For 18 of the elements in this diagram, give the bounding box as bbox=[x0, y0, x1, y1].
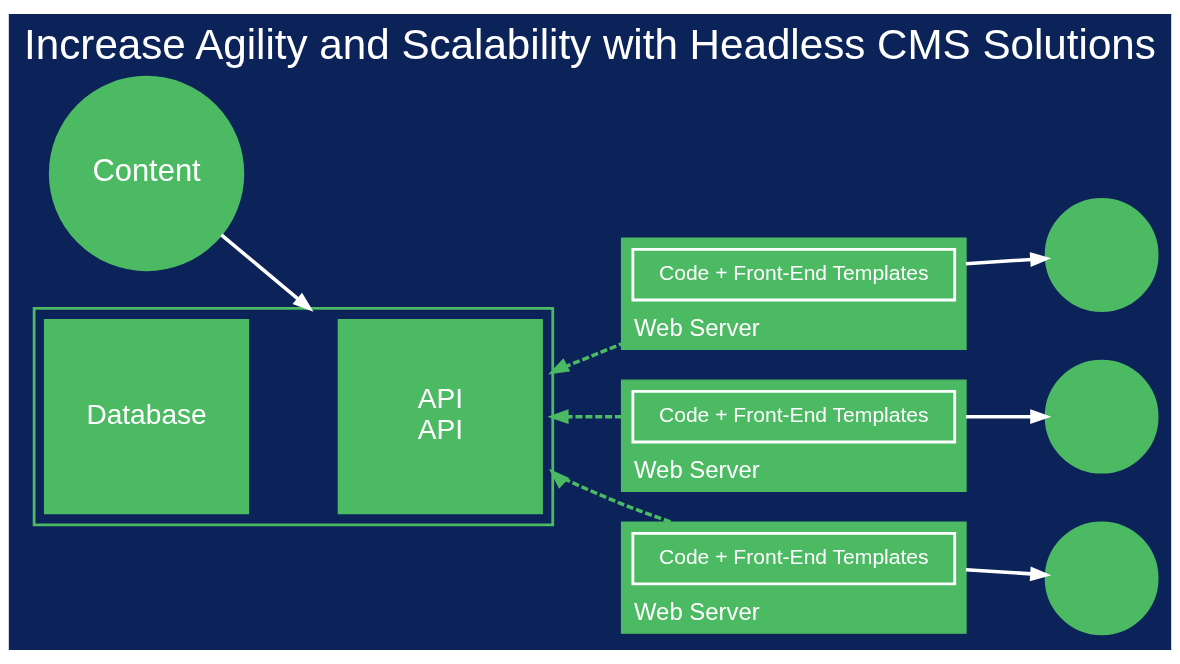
cluster bbox=[32, 307, 555, 527]
node-box: API API bbox=[337, 319, 543, 515]
node-box: Code + Front-End Templates bbox=[631, 531, 957, 586]
node-circle bbox=[1044, 359, 1159, 474]
node-box: Code + Front-End Templates bbox=[631, 248, 957, 302]
arrow bbox=[548, 342, 623, 375]
arrow bbox=[220, 233, 314, 312]
node-circle bbox=[1044, 521, 1159, 636]
arrow bbox=[547, 409, 622, 425]
node-box: Code + Front-End Templates bbox=[631, 389, 957, 444]
arrow bbox=[966, 409, 1052, 425]
node-circle bbox=[1044, 198, 1159, 312]
arrow bbox=[965, 566, 1052, 582]
arrow bbox=[548, 468, 672, 524]
arrow bbox=[965, 252, 1052, 267]
node-box: Database bbox=[43, 319, 250, 515]
node-circle: Content bbox=[48, 75, 245, 272]
diagram-title: Increase Agility and Scalability with Headless CMS Solutions bbox=[24, 20, 1156, 68]
